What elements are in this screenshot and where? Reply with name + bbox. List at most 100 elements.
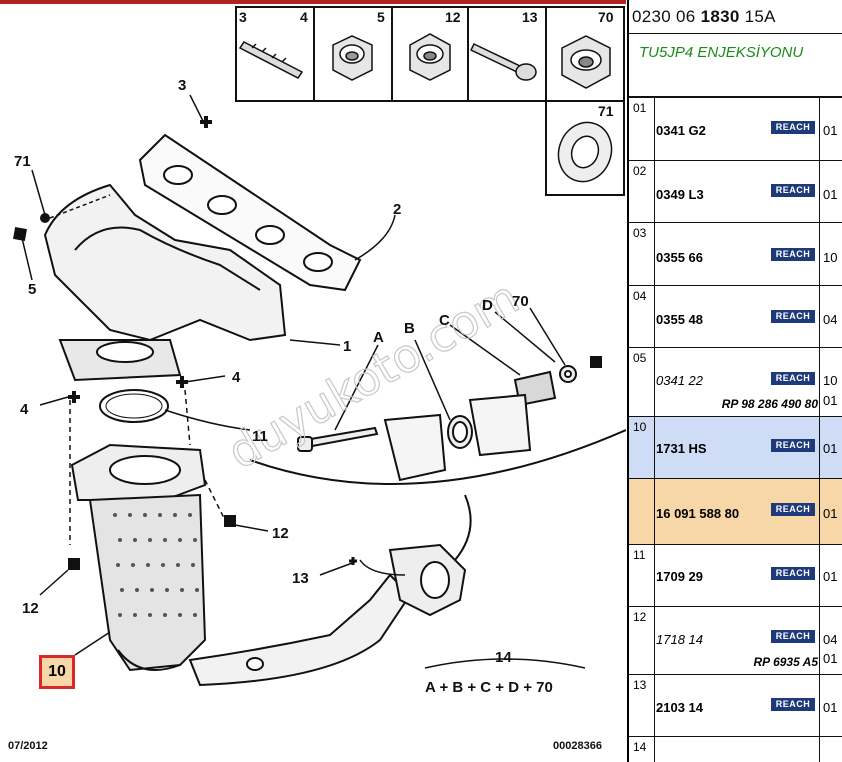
table-row[interactable]: 12 1718 14 REACH 04 01 RP 6935 A5 xyxy=(629,607,842,675)
diagram-drawing: 3 4 5 12 13 70 71 xyxy=(0,0,626,696)
row-number: 05 xyxy=(629,348,655,416)
converter-perforations xyxy=(113,513,199,617)
table-row[interactable]: 05 0341 22 REACH 10 01 RP 98 286 490 80 xyxy=(629,348,842,417)
table-row[interactable]: 04 0355 48 REACH 04 xyxy=(629,286,842,348)
part-number[interactable]: 0349 L3 xyxy=(656,187,704,202)
bolt-icon xyxy=(469,43,537,81)
reference-number: 0230 06 1830 15A xyxy=(629,0,842,34)
nut-icon xyxy=(409,33,451,81)
reach-badge: REACH xyxy=(771,567,815,580)
row-number: 01 xyxy=(629,98,655,160)
reach-badge: REACH xyxy=(771,248,815,261)
legend-label-70: 70 xyxy=(598,9,614,25)
row-number: 12 xyxy=(629,607,655,674)
callout-12-right: 12 xyxy=(272,525,289,542)
quantity: 01 xyxy=(823,441,838,456)
row-number: 13 xyxy=(629,675,655,736)
footer-code: 00028366 xyxy=(553,740,602,752)
part-number[interactable]: 2103 14 xyxy=(656,700,703,715)
row-number: 02 xyxy=(629,161,655,222)
row-number: 04 xyxy=(629,286,655,347)
quantity: 01 xyxy=(823,123,838,138)
table-row[interactable]: 02 0349 L3 REACH 01 xyxy=(629,161,842,223)
catalytic-converter xyxy=(70,443,207,672)
callout-4-left: 4 xyxy=(20,401,29,418)
legend-label-12: 12 xyxy=(445,9,461,25)
table-row-selected[interactable]: 10 1731 HS REACH 01 xyxy=(629,417,842,479)
legend-label-3: 3 xyxy=(239,9,247,25)
kit-formula: A + B + C + D + 70 xyxy=(425,679,553,696)
fastener-markers xyxy=(13,116,357,570)
legend-label-13: 13 xyxy=(522,9,538,25)
quantity: 01 xyxy=(823,700,838,715)
callout-12-left: 12 xyxy=(22,600,39,617)
down-pipe xyxy=(188,543,467,687)
legend-label-5: 5 xyxy=(377,9,385,25)
reach-badge: REACH xyxy=(771,630,815,643)
stud-icon xyxy=(238,41,304,79)
ref-bold: 1830 xyxy=(700,6,740,26)
part-number[interactable]: 0355 48 xyxy=(656,312,703,327)
part-number[interactable]: 1731 HS xyxy=(656,441,707,456)
exhaust-pipe-outline xyxy=(249,429,626,485)
highlighted-callout-10[interactable]: 10 xyxy=(39,655,75,689)
joint-kit-parts xyxy=(297,365,577,482)
part-number[interactable]: 0341 22 xyxy=(656,373,703,388)
row-number: 03 xyxy=(629,223,655,285)
reach-badge: REACH xyxy=(771,698,815,711)
legend-label-71: 71 xyxy=(598,103,614,119)
replacement-part: RP 6935 A5 xyxy=(753,655,818,669)
reach-badge: REACH xyxy=(771,503,815,516)
row-number: 10 xyxy=(629,417,655,478)
row-number xyxy=(629,479,655,544)
quantity: 01 xyxy=(823,187,838,202)
legend-labels: 3 4 5 12 13 70 71 xyxy=(239,9,614,119)
quantity: 10 xyxy=(823,250,838,265)
callout-3: 3 xyxy=(178,77,186,94)
quantity-secondary: 01 xyxy=(823,393,838,408)
part-number[interactable]: 1718 14 xyxy=(656,632,703,647)
leader-lines xyxy=(21,94,586,669)
top-rule xyxy=(0,0,626,4)
callout-4-right: 4 xyxy=(232,369,241,386)
callout-14: 14 xyxy=(495,649,512,666)
legend-label-4: 4 xyxy=(300,9,308,25)
row-number: 14 xyxy=(629,737,655,762)
callout-71: 71 xyxy=(14,153,31,170)
quantity: 04 xyxy=(823,312,838,327)
quantity-secondary: 01 xyxy=(823,651,838,666)
flange-nut-icon xyxy=(332,35,373,81)
reach-badge: REACH xyxy=(771,184,815,197)
callout-labels: 3 71 2 5 1 4 4 11 12 12 13 14 A B C D 70… xyxy=(14,77,553,696)
callout-2: 2 xyxy=(393,201,401,218)
reach-badge: REACH xyxy=(771,439,815,452)
table-row[interactable]: 13 2103 14 REACH 01 xyxy=(629,675,842,737)
callout-13: 13 xyxy=(292,570,309,587)
part-number[interactable]: 1709 29 xyxy=(656,569,703,584)
table-row[interactable]: 14 xyxy=(629,737,842,762)
table-row[interactable]: 11 1709 29 REACH 01 xyxy=(629,545,842,607)
nut-marker xyxy=(590,356,602,368)
part-number[interactable]: 16 091 588 80 xyxy=(656,506,740,521)
footer-date: 07/2012 xyxy=(8,740,48,752)
callout-1: 1 xyxy=(343,338,351,355)
parts-table: 0230 06 1830 15A TU5JP4 ENJEKSİYONU 01 0… xyxy=(627,0,842,762)
table-row[interactable]: 01 0341 G2 REACH 01 xyxy=(629,98,842,161)
exploded-parts-diagram: 3 4 5 12 13 70 71 xyxy=(0,0,626,752)
reach-badge: REACH xyxy=(771,121,815,134)
manifold-gasket xyxy=(138,133,362,292)
quantity: 04 xyxy=(823,632,838,647)
engine-label: TU5JP4 ENJEKSİYONU xyxy=(629,34,842,98)
quantity: 01 xyxy=(823,506,838,521)
callout-D: D xyxy=(482,297,493,314)
part-number[interactable]: 0341 G2 xyxy=(656,123,706,138)
callout-B: B xyxy=(404,320,415,337)
callout-5: 5 xyxy=(28,281,36,298)
table-row[interactable]: 03 0355 66 REACH 10 xyxy=(629,223,842,286)
part-number[interactable]: 0355 66 xyxy=(656,250,703,265)
reach-badge: REACH xyxy=(771,372,815,385)
table-row-selected[interactable]: 16 091 588 80 REACH 01 xyxy=(629,479,842,545)
row-number: 11 xyxy=(629,545,655,606)
callout-A: A xyxy=(373,329,384,346)
reach-badge: REACH xyxy=(771,310,815,323)
